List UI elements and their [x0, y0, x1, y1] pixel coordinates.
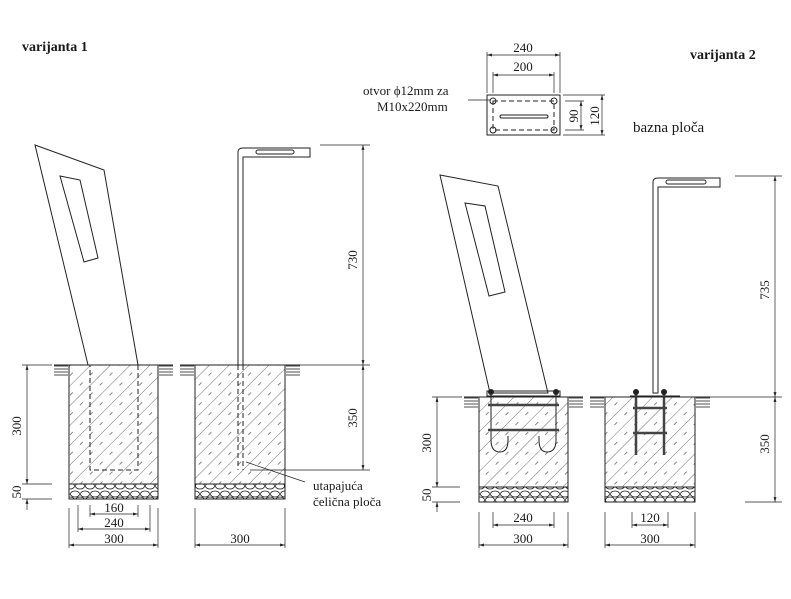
dim-plate-90: 90 [566, 110, 581, 123]
embedded-plate-label-2: čelična ploča [313, 494, 381, 509]
leader-line [245, 461, 306, 483]
variant1-footing-panel [53, 364, 174, 500]
bolt-holes [489, 97, 558, 134]
dim-240: 240 [104, 515, 124, 530]
dim-240: 240 [513, 510, 533, 525]
dim-plate-240: 240 [513, 40, 533, 55]
variant2-slanted-panel [439, 174, 561, 397]
base-plate-detail: 240 200 90 120 otvor ϕ12mm za M10x220mm … [363, 40, 705, 136]
variant1-title: varijanta 1 [22, 40, 88, 55]
dim-300-depth: 300 [419, 433, 434, 453]
dim-300-width-b: 300 [230, 531, 250, 546]
variant1-dimensions: 730 350 300 50 160 240 300 300 [9, 144, 370, 548]
dim-300-width-b: 300 [640, 531, 660, 546]
dim-160: 160 [104, 500, 124, 515]
dim-50-gravel: 50 [419, 489, 434, 502]
variant1-slanted-panel [34, 144, 139, 366]
dim-50-gravel: 50 [9, 486, 24, 499]
anchor-bolts [488, 389, 559, 453]
hole-note-1: otvor ϕ12mm za [363, 83, 449, 98]
variant1-post [237, 147, 311, 366]
variant2-post [652, 177, 721, 394]
base-plate-label: bazna ploča [633, 120, 705, 136]
dim-735: 735 [757, 280, 772, 300]
dim-730: 730 [345, 250, 360, 270]
variant2-footing-post [589, 389, 711, 503]
dim-300-depth: 300 [9, 416, 24, 436]
embedded-plate-label-1: utapajuća [313, 478, 363, 493]
variant1-footing-post [179, 364, 301, 500]
hole-note-2: M10x220mm [377, 99, 448, 114]
dim-120: 120 [640, 510, 660, 525]
anchor-bolts [633, 389, 667, 455]
dim-350: 350 [757, 434, 772, 454]
dim-300-width-a: 300 [104, 531, 124, 546]
dim-300-width-a: 300 [513, 531, 533, 546]
panel-slot [59, 175, 99, 263]
variant2-footing-panel [463, 389, 584, 503]
dim-350: 350 [345, 408, 360, 428]
variant2-title: varijanta 2 [690, 48, 756, 63]
dim-plate-200: 200 [513, 59, 533, 74]
dim-plate-120: 120 [587, 106, 602, 126]
variant2-dimensions: 735 350 300 50 240 300 120 300 [419, 175, 782, 548]
